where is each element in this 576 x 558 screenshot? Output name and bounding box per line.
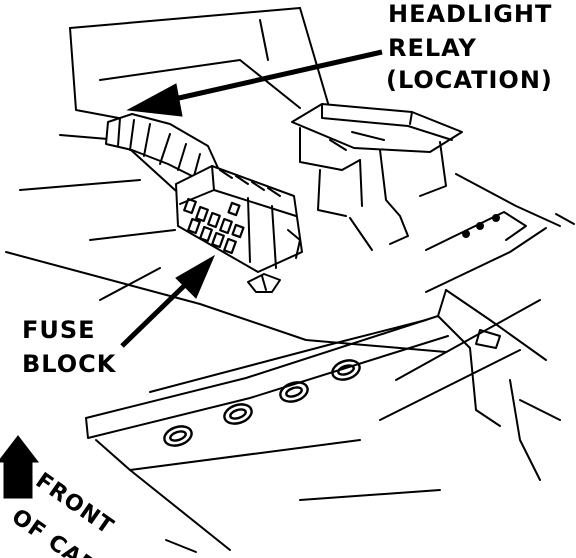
rail-holes	[462, 214, 500, 238]
fuse-block-label-line2: BLOCK	[22, 350, 117, 378]
fuse-block-label-line1: FUSE	[22, 316, 96, 344]
fuse-arrow	[120, 254, 216, 348]
fuse-block	[175, 165, 303, 273]
callout-arrows	[0, 49, 383, 499]
wiring-harness	[105, 113, 219, 179]
fastener-bolt	[247, 273, 281, 293]
floor-slots	[163, 359, 361, 447]
front-direction-arrow	[0, 435, 40, 499]
dash-panel-outline	[19, 7, 331, 301]
headlight-relay-label-line1: HEADLIGHT	[388, 0, 553, 28]
headlight-relay-bracket	[291, 103, 463, 251]
headlight-relay-label-line3: (LOCATION)	[386, 66, 553, 94]
headlight-relay-label-line2: RELAY	[388, 34, 477, 62]
relay-arrow	[126, 49, 383, 117]
floor-panel	[5, 173, 575, 553]
